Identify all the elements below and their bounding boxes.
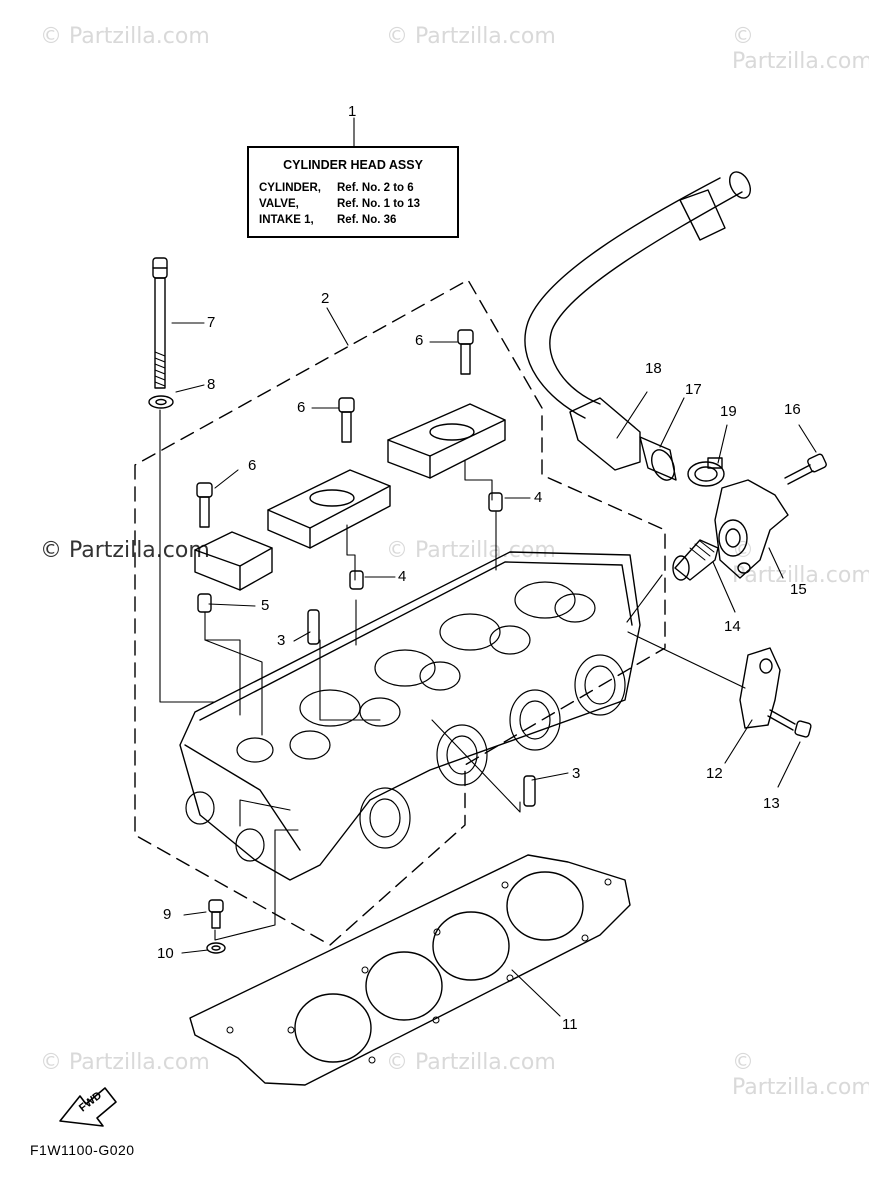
callout-4: 4 <box>398 568 407 585</box>
pins-3 <box>307 609 536 807</box>
callout-18: 18 <box>645 360 662 377</box>
callout-4: 4 <box>534 489 543 506</box>
callout-3: 3 <box>572 765 581 782</box>
callout-15: 15 <box>790 581 807 598</box>
hose-18 <box>524 171 752 481</box>
callout-9: 9 <box>163 906 172 923</box>
bracket-12 <box>739 647 781 729</box>
callout-3: 3 <box>277 632 286 649</box>
callout-17: 17 <box>685 381 702 398</box>
diagram-code: F1W1100-G020 <box>30 1142 135 1158</box>
label-title: CYLINDER HEAD ASSY <box>283 158 423 172</box>
callout-12: 12 <box>706 765 723 782</box>
callout-7: 7 <box>207 314 216 331</box>
label-part: INTAKE 1, <box>259 214 314 226</box>
callout-5: 5 <box>261 597 270 614</box>
cylinder-head <box>179 551 641 881</box>
fwd-arrow-icon <box>59 1087 117 1127</box>
leader-lines <box>159 117 817 1017</box>
watermark: © Partzilla.com <box>40 24 210 49</box>
bolt-6 <box>196 329 474 528</box>
watermark-strong: © Partzilla.com <box>40 538 210 563</box>
washer-10 <box>206 942 226 954</box>
bolt-16 <box>784 453 827 485</box>
callout-1: 1 <box>348 103 357 120</box>
callout-10: 10 <box>157 945 174 962</box>
thermostat-14 <box>672 539 719 581</box>
label-ref: Ref. No. 36 <box>337 214 397 226</box>
watermark: © Partzilla.com <box>386 1050 556 1075</box>
label-part: VALVE, <box>259 198 299 210</box>
watermark: © Partzilla.com <box>386 24 556 49</box>
fitting-15 <box>714 479 789 579</box>
callout-2: 2 <box>321 290 330 307</box>
washer-8 <box>148 395 174 409</box>
head-gasket-11 <box>189 854 631 1086</box>
watermark: © Partzilla.com <box>40 1050 210 1075</box>
assembly-label-box: CYLINDER HEAD ASSY CYLINDER, Ref. No. 2 … <box>247 146 459 238</box>
label-part: CYLINDER, <box>259 182 321 194</box>
watermark: © Partzilla.com <box>732 538 869 588</box>
callout-6: 6 <box>415 332 424 349</box>
callout-11: 11 <box>562 1016 578 1033</box>
camshaft-cap-small <box>194 531 273 591</box>
callout-14: 14 <box>724 618 741 635</box>
camshaft-cap-middle <box>267 469 391 549</box>
callout-13: 13 <box>763 795 780 812</box>
label-ref: Ref. No. 1 to 13 <box>337 198 421 210</box>
dowel-pins <box>197 492 503 613</box>
camshaft-cap-large <box>387 403 506 479</box>
callout-8: 8 <box>207 376 216 393</box>
watermark: © Partzilla.com <box>732 24 869 74</box>
label-ref: Ref. No. 2 to 6 <box>337 182 414 194</box>
clamp-19 <box>687 457 725 487</box>
callout-19: 19 <box>720 403 737 420</box>
watermark: © Partzilla.com <box>386 538 556 563</box>
bolt-9 <box>208 899 224 929</box>
callout-6: 6 <box>297 399 306 416</box>
watermark: © Partzilla.com <box>732 1050 869 1100</box>
stud-bolt-7 <box>152 257 168 389</box>
assembly-boundary <box>134 279 666 946</box>
callout-16: 16 <box>784 401 801 418</box>
callout-6: 6 <box>248 457 257 474</box>
bolt-13 <box>767 709 812 738</box>
